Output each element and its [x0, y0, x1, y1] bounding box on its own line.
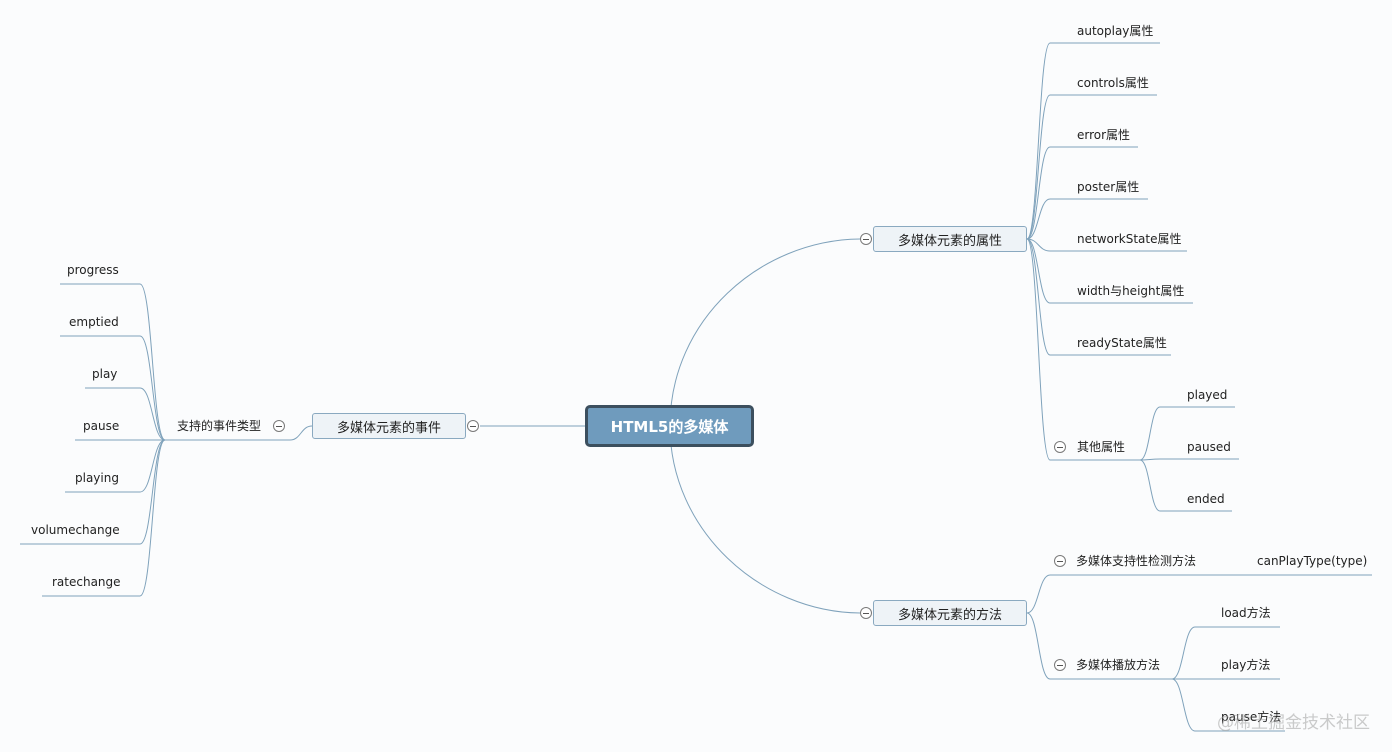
- root-node[interactable]: HTML5的多媒体: [585, 405, 754, 447]
- attr-item: error属性: [1077, 128, 1131, 142]
- branch-connector: [1026, 238, 1051, 304]
- event-item: playing: [75, 471, 119, 485]
- branch-connector: [139, 387, 166, 441]
- attr-item: readyState属性: [1077, 336, 1167, 350]
- branch-connector: [1026, 198, 1051, 240]
- branch-connector: [1026, 612, 1051, 680]
- branch-attributes[interactable]: 多媒体元素的属性: [873, 226, 1027, 252]
- attr-other[interactable]: 其他属性: [1077, 440, 1126, 454]
- branch-connector: [139, 439, 166, 597]
- playback-item: load方法: [1221, 606, 1271, 620]
- attr-item: poster属性: [1077, 180, 1140, 194]
- branch-connector: [1139, 458, 1161, 461]
- branch-connector: [289, 425, 313, 441]
- branch-connector: [139, 335, 166, 441]
- attr-item: networkState属性: [1077, 232, 1182, 246]
- method-detection[interactable]: 多媒体支持性检测方法: [1076, 554, 1197, 568]
- playback-item: play方法: [1221, 658, 1271, 672]
- branch-methods[interactable]: 多媒体元素的方法: [873, 600, 1027, 626]
- other-item: ended: [1187, 492, 1225, 506]
- event-item: ratechange: [52, 575, 121, 589]
- attr-item: controls属性: [1077, 76, 1149, 90]
- event-item: volumechange: [31, 523, 120, 537]
- branch-connector: [1139, 406, 1161, 461]
- branch-connector: [1171, 678, 1196, 732]
- collapse-methods-icon[interactable]: [860, 607, 872, 619]
- attr-item: autoplay属性: [1077, 24, 1154, 38]
- collapse-other-icon[interactable]: [1054, 441, 1066, 453]
- watermark: @稀土掘金技术社区: [1217, 713, 1370, 733]
- collapse-playback-icon[interactable]: [1054, 659, 1066, 671]
- branch-connector: [1026, 238, 1051, 356]
- playback-item: pause方法: [1221, 710, 1282, 724]
- branch-connector: [1026, 574, 1051, 614]
- root-to-attributes: [669, 238, 861, 427]
- branch-connector: [1026, 42, 1051, 240]
- branch-connector: [139, 439, 166, 545]
- branch-connector: [1026, 238, 1051, 252]
- event-item: progress: [67, 263, 119, 277]
- branch-connector: [1026, 94, 1051, 240]
- event-item: play: [92, 367, 118, 381]
- event-item: emptied: [69, 315, 119, 329]
- branch-connector: [139, 439, 166, 493]
- collapse-event-types-icon[interactable]: [273, 420, 285, 432]
- event-item: pause: [83, 419, 120, 433]
- other-item: played: [1187, 388, 1228, 402]
- collapse-attributes-icon[interactable]: [860, 233, 872, 245]
- branch-events[interactable]: 多媒体元素的事件: [312, 413, 466, 439]
- branch-connector: [1171, 626, 1196, 680]
- branch-connector: [1026, 238, 1051, 461]
- branch-connector: [1139, 459, 1161, 512]
- other-item: paused: [1187, 440, 1231, 454]
- collapse-events-icon[interactable]: [467, 420, 479, 432]
- attr-item: width与height属性: [1077, 284, 1185, 298]
- collapse-detection-icon[interactable]: [1054, 555, 1066, 567]
- branch-connector: [1026, 146, 1051, 240]
- event-types[interactable]: 支持的事件类型: [177, 419, 262, 433]
- method-playback[interactable]: 多媒体播放方法: [1076, 658, 1161, 672]
- root-to-methods: [669, 425, 861, 614]
- detection-item: canPlayType(type): [1257, 554, 1368, 568]
- branch-connector: [139, 283, 166, 441]
